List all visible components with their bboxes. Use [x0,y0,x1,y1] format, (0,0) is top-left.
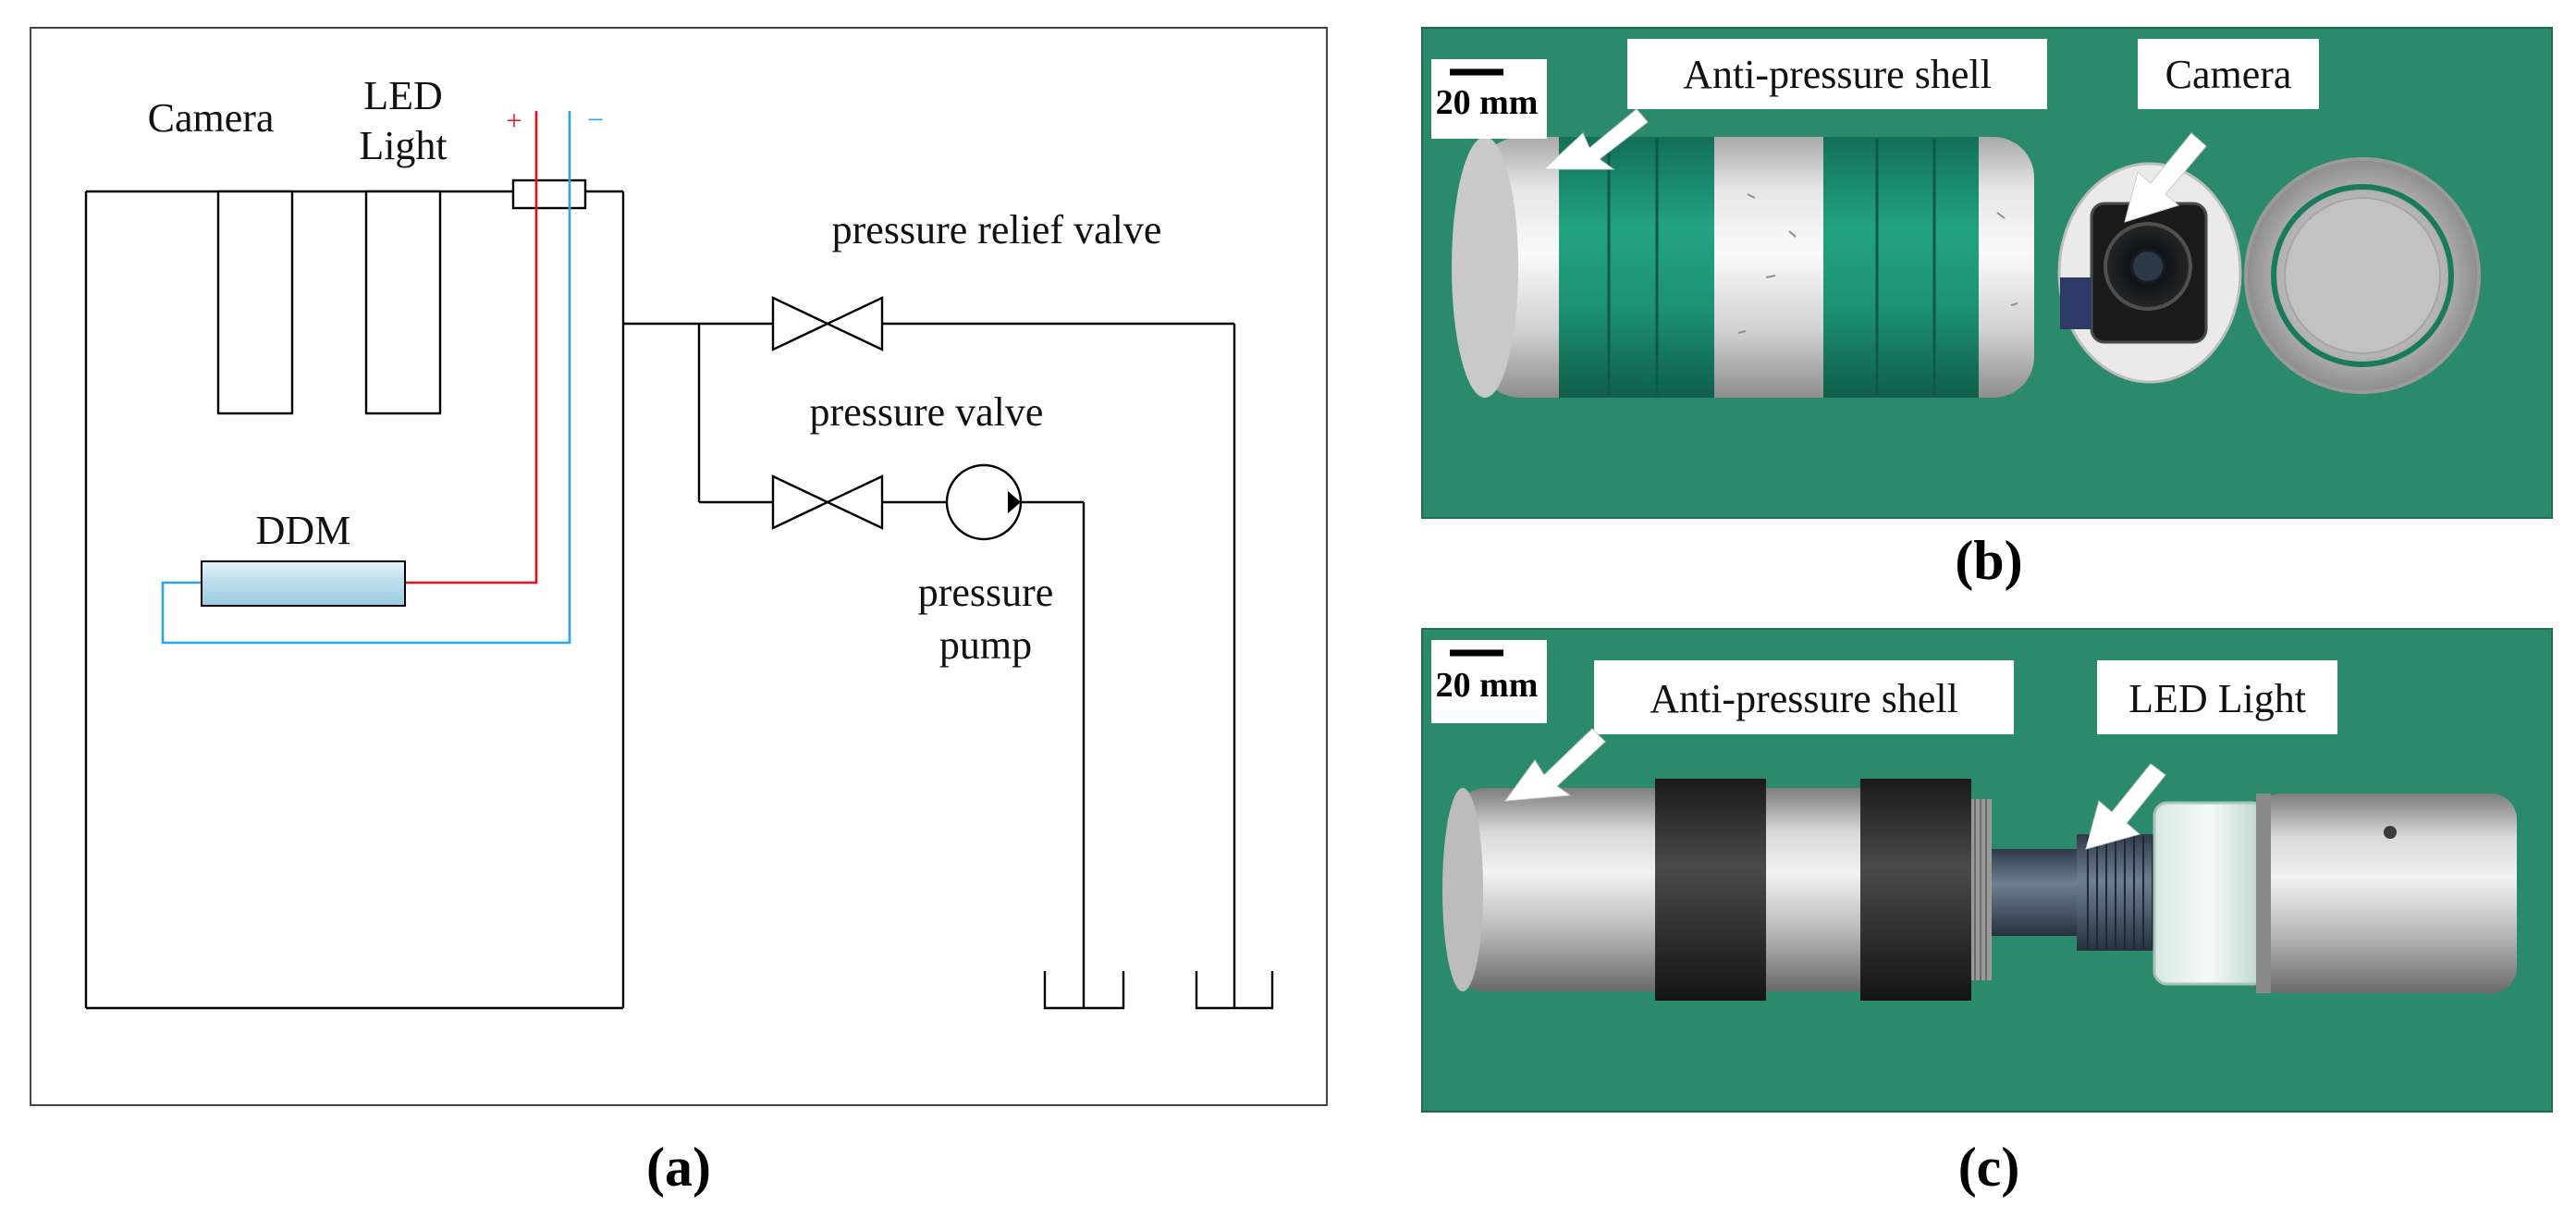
arrow-shell-b [1542,108,1649,170]
pump-tank [1043,971,1125,1010]
shell-callout-c: Anti-pressure shell [1650,676,1958,721]
panel-a-caption: (a) [646,1137,711,1198]
lid-b [2244,157,2481,394]
anti-pressure-shell-b [1452,137,2034,398]
minus-sign: − [587,103,604,136]
camera-box [216,190,294,415]
ddm-label: DDM [256,508,351,553]
ddm-module [201,560,406,607]
arrow-camera-b [2124,132,2207,223]
pump-label-line2: pump [939,622,1032,668]
panel-b-photo: 20 mm Anti-pressure shell Camera [1421,27,2553,519]
scale-label-c: 20 mm [1436,666,1539,705]
led-callout-box-c [2097,660,2337,734]
pressure-valve-label: pressure valve [810,389,1044,435]
negative-wire [161,111,571,645]
panel-b-caption: (b) [1955,530,2022,591]
positive-wire [405,111,538,584]
housing-outline [84,190,625,1010]
camera-callout-box-b [2138,39,2319,109]
shell-callout-b: Anti-pressure shell [1683,52,1992,97]
panel-c-photo: 20 mm Anti-pressure shell LED Light [1421,628,2553,1113]
shell-callout-box-c [1594,660,2014,734]
camera-label: Camera [148,95,275,141]
end-cap-c [2256,794,2517,993]
plus-sign: + [507,105,522,136]
relief-tank [1195,971,1274,1010]
led-label-line2: Light [359,123,447,168]
led-callout-c: LED Light [2128,676,2306,721]
pressure-valve-symbol [771,474,884,530]
scale-label-b: 20 mm [1436,83,1539,122]
camera-callout-b: Camera [2165,52,2292,97]
led-light-box [364,190,442,415]
shell-callout-box-b [1627,39,2047,109]
arrow-shell-c [1503,728,1606,802]
pump-label-line1: pressure [918,570,1054,615]
pipe-network [623,322,1236,1008]
glass-window-c [2153,801,2267,986]
connector-block [511,178,587,210]
panel-c-caption: (c) [1958,1137,2020,1198]
panel-a-schematic: Camera LED Light + − DDM pressure relief… [30,27,1328,1106]
camera-assembly-b [2057,162,2242,384]
relief-valve-symbol [771,296,884,351]
relief-valve-label: pressure relief valve [832,207,1162,252]
anti-pressure-shell-c [1442,779,1992,1001]
led-label-line1: LED [363,73,443,118]
led-light-c [1992,834,2162,951]
pressure-pump-symbol [945,463,1023,541]
arrow-led-c [2085,763,2166,850]
